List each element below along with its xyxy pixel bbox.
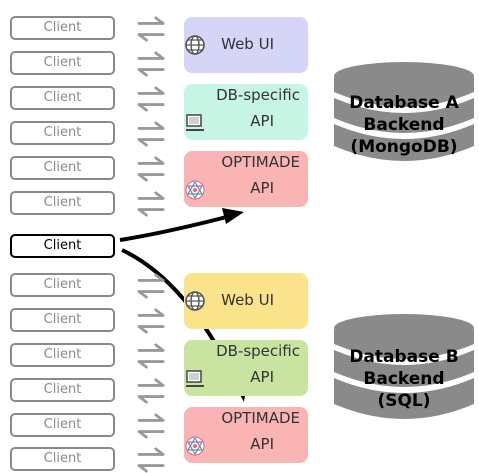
optimade-api-a: OPTIMADE API	[184, 151, 308, 207]
optimade-b-line2: API	[250, 435, 274, 453]
client-6: Client	[10, 191, 115, 215]
database-a-label: Database A Backend (MongoDB)	[334, 92, 474, 158]
globe-icon	[185, 291, 205, 311]
swap-arrows-icon	[137, 156, 165, 182]
swap-arrows-icon	[137, 86, 165, 112]
client-1: Client	[10, 16, 115, 40]
client-8: Client	[10, 308, 115, 332]
swap-arrows-icon	[137, 51, 165, 77]
swap-arrows-icon	[137, 308, 165, 334]
db-api-a-line1: DB-specific	[216, 86, 300, 104]
database-b-title: Database B	[349, 347, 459, 367]
database-b-cylinder	[334, 314, 474, 419]
db-api-b-line1: DB-specific	[216, 342, 300, 360]
database-b-backend: Backend	[363, 369, 445, 389]
client-7: Client	[10, 273, 115, 297]
request-arrow-to-a	[119, 208, 244, 242]
client-11: Client	[10, 413, 115, 437]
database-b-label: Database B Backend (SQL)	[334, 346, 474, 412]
database-a-backend: Backend	[363, 115, 445, 135]
terminal-icon	[186, 114, 204, 131]
swap-arrows-icon	[137, 413, 165, 439]
swap-arrows-icon	[137, 191, 165, 217]
db-api-a: DB-specific API	[184, 84, 308, 140]
swap-arrows-icon	[137, 16, 165, 42]
database-b-engine: (SQL)	[377, 391, 431, 411]
optimade-a-line1: OPTIMADE	[221, 153, 300, 171]
database-a-title: Database A	[349, 93, 459, 113]
db-api-b: DB-specific API	[184, 340, 308, 396]
db-api-b-line2: API	[250, 368, 274, 386]
client-3: Client	[10, 86, 115, 110]
optimade-api-b: OPTIMADE API	[184, 407, 308, 463]
client-active: Client	[10, 234, 115, 258]
optimade-a-line2: API	[250, 179, 274, 197]
globe-icon	[185, 35, 205, 55]
web-ui-a-label: Web UI	[221, 35, 274, 53]
client-2: Client	[10, 51, 115, 75]
client-5: Client	[10, 156, 115, 180]
client-4: Client	[10, 121, 115, 145]
optimade-logo-icon	[185, 436, 205, 456]
database-a-cylinder	[334, 62, 474, 161]
client-9: Client	[10, 343, 115, 367]
terminal-icon	[186, 370, 204, 387]
swap-arrows-icon	[137, 273, 165, 299]
database-a-engine: (MongoDB)	[350, 137, 458, 157]
web-ui-b: Web UI	[184, 273, 308, 329]
swap-arrows-icon	[137, 447, 165, 473]
swap-arrows-icon	[137, 121, 165, 147]
swap-arrows-icon	[137, 343, 165, 369]
web-ui-a: Web UI	[184, 17, 308, 73]
optimade-b-line1: OPTIMADE	[221, 409, 300, 427]
swap-arrows-icon	[137, 378, 165, 404]
web-ui-b-label: Web UI	[221, 291, 274, 309]
client-12: Client	[10, 447, 115, 471]
optimade-logo-icon	[185, 180, 205, 200]
client-10: Client	[10, 378, 115, 402]
db-api-a-line2: API	[250, 112, 274, 130]
